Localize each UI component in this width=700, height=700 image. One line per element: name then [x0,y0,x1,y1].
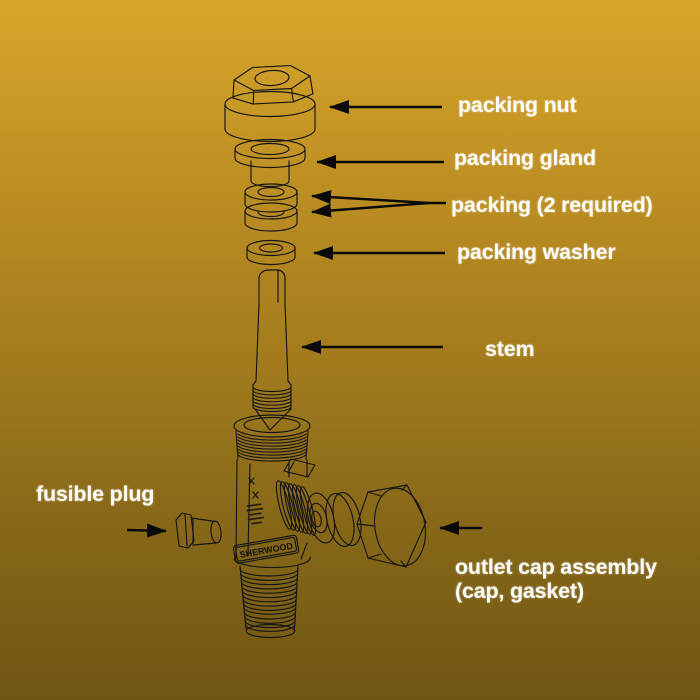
packing-nut-label: packing nut [458,93,577,117]
packing-gland-label: packing gland [454,146,596,170]
valve-body-drawing: SHERWOOD [232,414,311,639]
packing-label: packing (2 required) [451,193,653,217]
outlet-cap-drawing [356,484,427,568]
fusible-plug-arrow [126,523,167,538]
stem-label: stem [485,337,535,361]
packing-arrow-upper [311,190,446,205]
fusible-plug-drawing [175,512,222,549]
packing-arrow-lower [311,201,430,218]
packing-rings-drawing [244,183,298,232]
callout-arrows [126,100,482,538]
stem-drawing [252,269,292,431]
outlet-boss-drawing [275,458,336,544]
packing-washer-label: packing washer [457,240,616,264]
fusible-plug-label: fusible plug [36,482,155,506]
outlet-cap-label-line2: (cap, gasket) [455,578,584,603]
packing-gland-drawing [234,138,306,188]
packing-nut-drawing [224,64,316,143]
packing-washer-drawing [246,239,296,266]
outlet-cap-label: outlet cap assembly (cap, gasket) [455,555,657,603]
outlet-cap-label-line1: outlet cap assembly [455,555,657,579]
brand-plate: SHERWOOD [232,534,300,564]
